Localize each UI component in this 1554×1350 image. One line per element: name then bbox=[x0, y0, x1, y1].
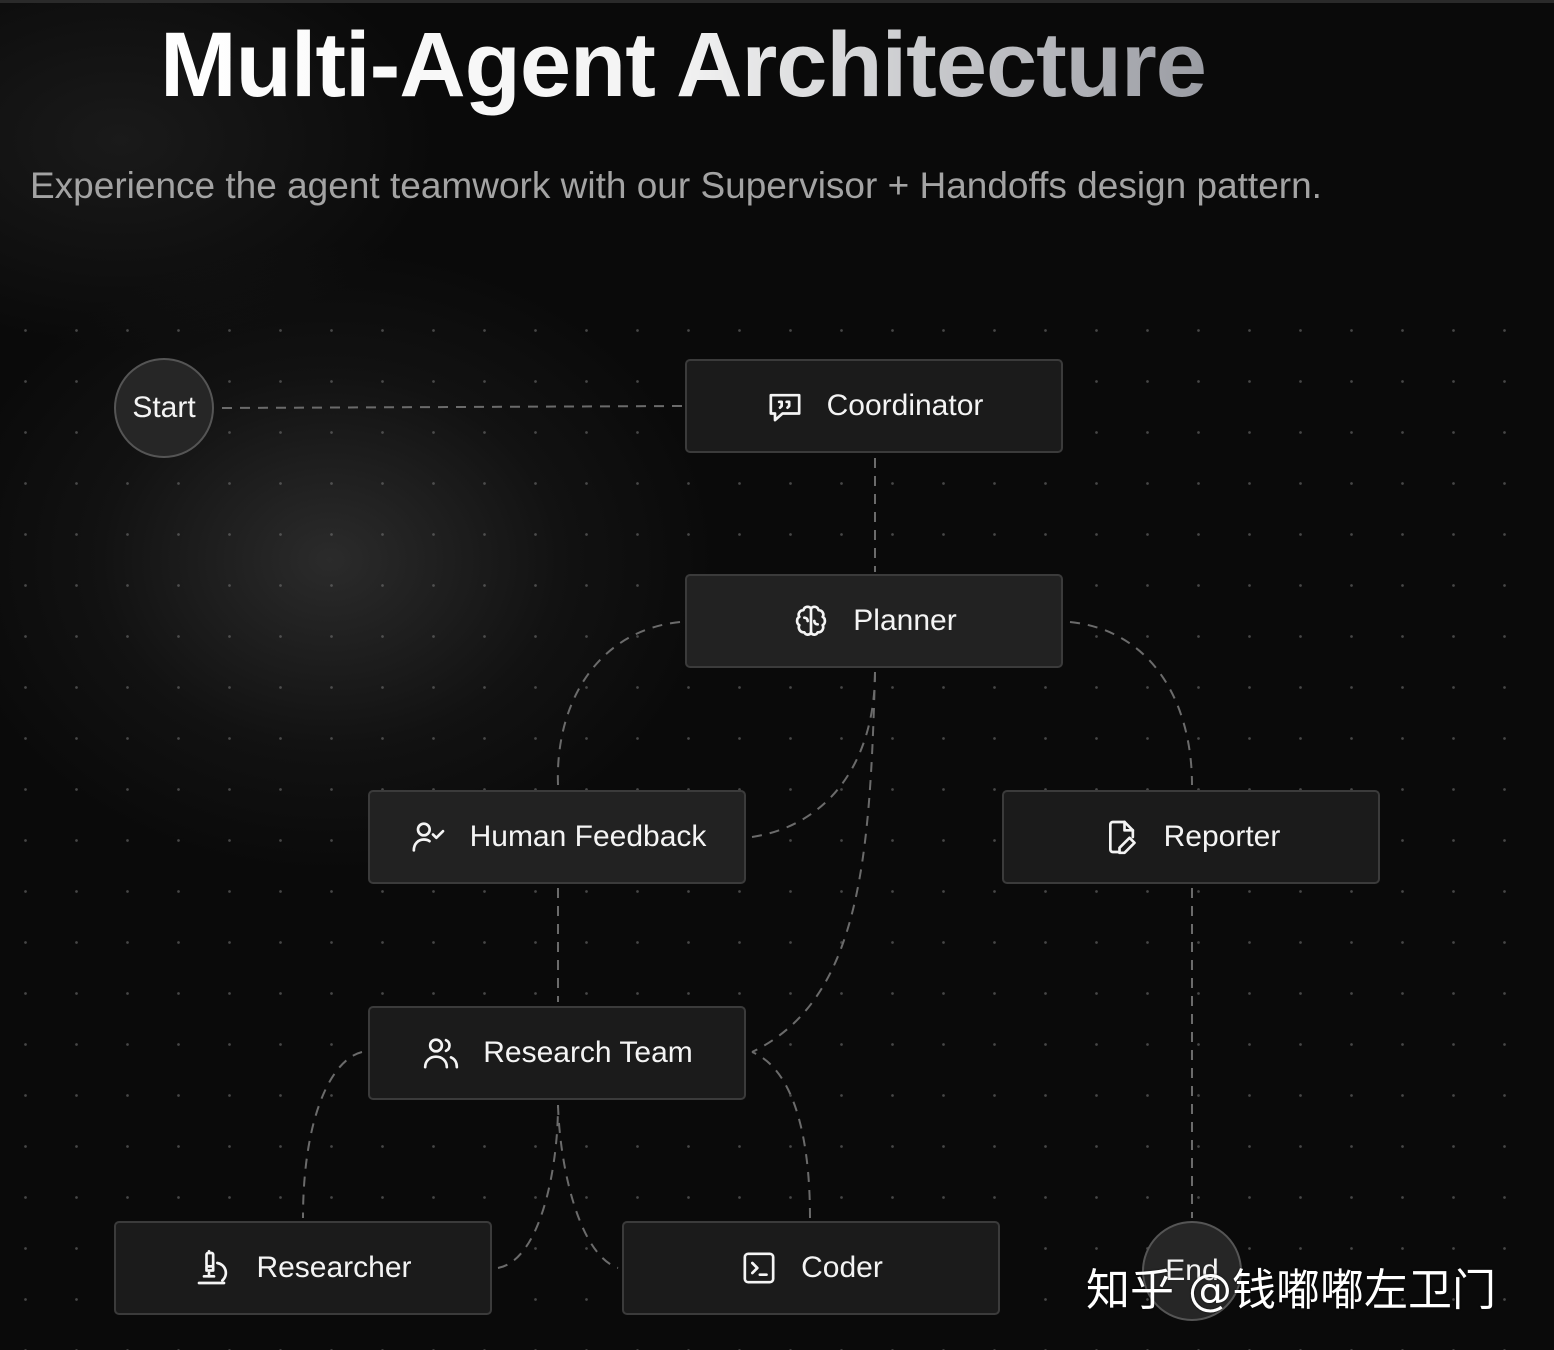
human-feedback-node[interactable]: Human Feedback bbox=[368, 790, 746, 884]
edge-planner-human-feedback bbox=[556, 621, 681, 786]
research-team-label: Research Team bbox=[483, 1036, 693, 1069]
research-team-node[interactable]: Research Team bbox=[368, 1006, 746, 1100]
end-node-label: End bbox=[1165, 1254, 1219, 1287]
researcher-label: Researcher bbox=[256, 1251, 412, 1284]
edge-planner-research-team bbox=[751, 671, 876, 1053]
file-pen-icon bbox=[1102, 817, 1142, 857]
users-icon bbox=[421, 1033, 461, 1073]
microscope-icon bbox=[194, 1248, 234, 1288]
start-node-label: Start bbox=[132, 391, 196, 424]
page-title: Multi-Agent Architecture bbox=[160, 10, 1207, 120]
coder-label: Coder bbox=[801, 1251, 883, 1284]
message-quote-icon bbox=[765, 386, 805, 426]
edge-start-coordinator bbox=[221, 405, 685, 409]
edge-research-team-coder bbox=[557, 1104, 619, 1269]
brain-icon bbox=[791, 601, 831, 641]
terminal-square-icon bbox=[739, 1248, 779, 1288]
coder-node[interactable]: Coder bbox=[622, 1221, 1000, 1315]
watermark: 知乎 @钱嘟嘟左卫门 bbox=[1086, 1265, 1496, 1316]
planner-node[interactable]: Planner bbox=[685, 574, 1063, 668]
top-border bbox=[0, 0, 1554, 3]
edge-coder-research-team bbox=[751, 1051, 811, 1219]
page-subtitle: Experience the agent teamwork with our S… bbox=[30, 165, 1322, 206]
edge-planner-reporter bbox=[1069, 621, 1193, 786]
reporter-label: Reporter bbox=[1163, 820, 1281, 853]
coordinator-label: Coordinator bbox=[826, 389, 984, 422]
reporter-node[interactable]: Reporter bbox=[1002, 790, 1380, 884]
edge-researcher-research-team bbox=[497, 1104, 559, 1269]
planner-label: Planner bbox=[853, 604, 957, 637]
edge-research-team-researcher bbox=[302, 1051, 363, 1219]
start-node[interactable]: Start bbox=[114, 358, 214, 458]
coordinator-node[interactable]: Coordinator bbox=[685, 359, 1063, 453]
end-node[interactable]: End bbox=[1142, 1221, 1242, 1321]
researcher-node[interactable]: Researcher bbox=[114, 1221, 492, 1315]
human-feedback-label: Human Feedback bbox=[469, 820, 707, 853]
edge-human-feedback-planner bbox=[751, 671, 876, 838]
user-check-icon bbox=[408, 817, 448, 857]
